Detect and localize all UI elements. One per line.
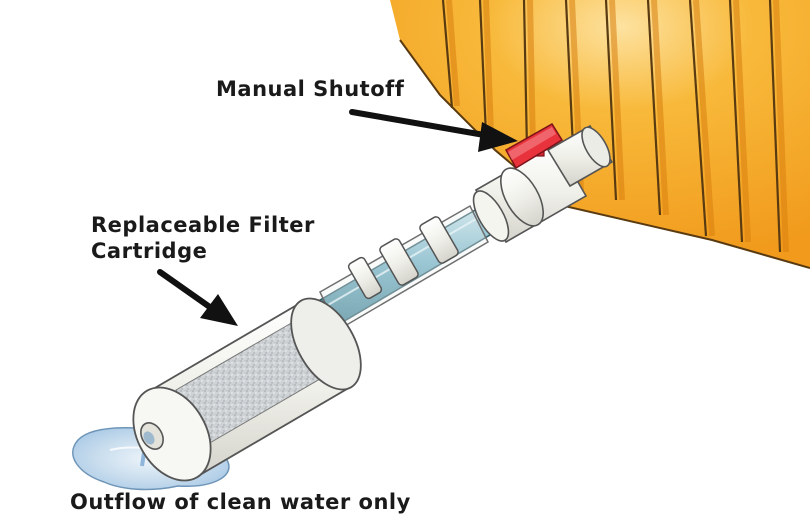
arrow-to-shutoff [349, 109, 518, 152]
shutoff-valve [472, 122, 614, 244]
manual-shutoff-label: Manual Shutoff [216, 77, 405, 101]
filter-label-line2: Cartridge [91, 239, 208, 264]
house-wall [390, 0, 810, 269]
filter-label-line1: Replaceable Filter [91, 213, 315, 237]
arrow-icon [200, 294, 238, 326]
arrow-icon [478, 122, 518, 152]
connector-hose [318, 196, 514, 332]
filter-cartridge-label: Replaceable Filter Cartridge [91, 212, 315, 265]
outflow-label: Outflow of clean water only [70, 490, 411, 514]
valve-handle-icon [504, 122, 564, 170]
arrow-to-filter [157, 269, 238, 326]
filter-cartridge [132, 297, 362, 482]
